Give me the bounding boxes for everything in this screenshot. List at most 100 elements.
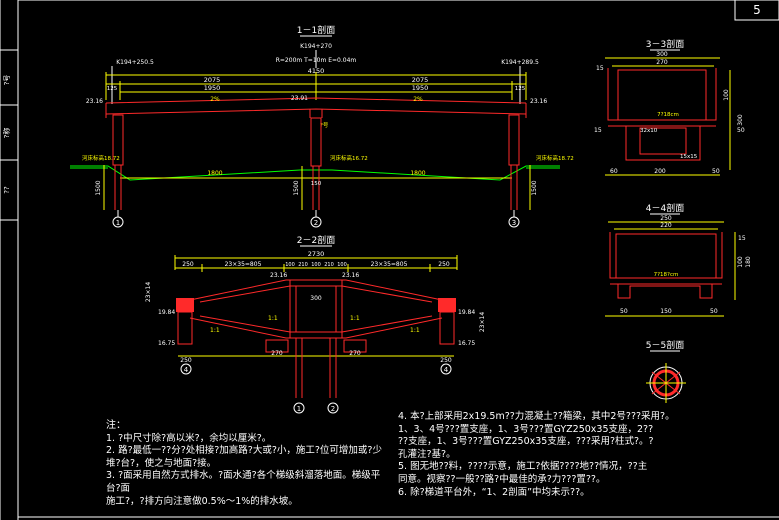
section-1-elev-mid: 23.91 [291, 95, 308, 102]
notes-heading: 注： [106, 420, 126, 431]
section-3-label-0: 7?18cm [657, 112, 679, 118]
section-1-axis-2: 2 [314, 219, 318, 227]
note-line: 5. 图无地??料，????示意，施工?依据????地??情况，??主 [398, 461, 648, 473]
section-2-dim-2: 100 [285, 262, 295, 268]
section-3-small: 15x15 [680, 154, 698, 160]
section-3-cross: 3－3剖面 300 270 15 100 7?18cm 32x10 15x15 … [594, 38, 745, 176]
section-2-dim-7: 23×35=805 [371, 261, 408, 268]
section-4-title: 4－4剖面 [646, 202, 684, 214]
section-2-height-left: 23×14 [145, 282, 152, 302]
section-3-top: 300 [656, 51, 668, 58]
section-3-side-1: 50 [737, 127, 745, 134]
section-3-side-2: 300 [737, 114, 744, 126]
note-line: 3. ?面采用自然方式排水。?面水通?各个梯级斜溜落地面。梯级平台?面 [106, 470, 381, 494]
section-3-left: 15 [596, 65, 604, 72]
section-2-dim-8: 250 [438, 261, 450, 268]
section-2-dim-6: 100 [337, 262, 347, 268]
section-2-height-right: 23×14 [479, 312, 486, 332]
section-1-slope-right: 2% [413, 96, 423, 103]
section-1-bed-right: 河床标高18.72 [536, 154, 574, 162]
section-1-dimensions [105, 72, 527, 100]
section-3-title: 3－3剖面 [646, 38, 684, 50]
section-1-pier-height-2: 1500 [293, 180, 300, 195]
section-2-slope-2: 1:1 [268, 315, 278, 322]
notes-right: 4. 本?上部采用2x19.5m??力混凝土??箱梁，其中2号???采用?。 1… [398, 411, 768, 499]
section-1-right-mark: K194+289.5 [501, 59, 539, 66]
section-3-label-1: 32x10 [640, 128, 658, 134]
section-2-low-right: 16.75 [458, 340, 475, 347]
note-line: 2. 路?最低一??分?处相接?加高路?大或?小，施工?位可增加或?少 [106, 445, 382, 457]
note-line: ??支座，1、3号???置GYZ250x35支座，???采用?柱式?。? [398, 436, 654, 448]
section-4-right-1: 100 [737, 256, 744, 268]
section-2-dim-5: 210 [324, 262, 334, 268]
section-4-right-0: 15 [738, 235, 746, 242]
section-1-piers [112, 114, 520, 167]
section-1-ground [70, 165, 560, 181]
section-2-dim-1: 23×35=805 [225, 261, 262, 268]
section-1-bed-left: 河床标高18.72 [82, 154, 120, 162]
section-2-slope-3: 1:1 [350, 315, 360, 322]
sheet-number: 5 [753, 3, 761, 17]
section-3-inner: 270 [656, 59, 668, 66]
section-1-left-mark: K194+250.5 [116, 59, 154, 66]
section-2-slope-4: 1:1 [410, 327, 420, 334]
notes-left: 注： 1. ?中尺寸除?高以米?，余均以厘米?。 2. 路?最低一??分?处相接… [106, 420, 391, 508]
note-line: 1. ?中尺寸除?高以米?，余均以厘米?。 [106, 432, 272, 444]
section-4-dimensions [605, 221, 736, 317]
section-1-axis-circles [112, 210, 520, 228]
section-1-pier-heights [103, 165, 531, 210]
section-2-side-elev-left: 19.84 [158, 309, 175, 316]
note-line: 同意。视察??一般??路?中最佳的承?力???置??。 [398, 473, 606, 485]
section-3-bottom-1: 200 [654, 168, 666, 175]
section-2-bottom-2: 300 [310, 295, 322, 302]
section-2-stairs [189, 279, 443, 339]
section-2-abutments [176, 298, 456, 312]
note-line: 1、3、4号???置支座，1、3号???置GYZ250x35支座，2?? [398, 423, 654, 435]
section-3-bottom-0: 60 [610, 168, 618, 175]
section-2-piles [295, 338, 337, 398]
section-1-axis-1: 1 [116, 219, 120, 227]
section-1-pier-height-3: 1500 [531, 180, 538, 195]
section-2-bottom-3: 270 [349, 350, 361, 357]
section-1-bottom-right: 1800 [410, 170, 425, 177]
section-1-edge-left: 125 [107, 86, 118, 92]
section-1-elevation: 1－1剖面 K194+270 K194+250.5 K194+289.5 R=2… [70, 24, 574, 228]
section-3-height: 100 [723, 89, 730, 101]
side-label-2: ?称 [2, 128, 11, 139]
section-4-bottom-1: 150 [660, 308, 672, 315]
section-3-dimensions [605, 57, 731, 176]
section-1-elev-right: 23.16 [530, 98, 547, 105]
note-line: 6. 除?梯道平台外，“1、2剖面”中均未示??。 [398, 486, 590, 498]
section-2-axis-3: 2 [331, 405, 335, 413]
section-1-deck [105, 97, 527, 118]
note-line: 4. 本?上部采用2x19.5m??力混凝土??箱梁，其中2号???采用?。 [398, 411, 675, 422]
section-2-dim-3: 210 [298, 262, 308, 268]
note-line: 施工?，?排方向注意做0.5%～1%的排水坡。 [106, 495, 298, 507]
section-3-side-0: 15 [594, 127, 602, 134]
section-5-title: 5－5剖面 [646, 339, 684, 351]
section-2-total: 2730 [308, 250, 325, 258]
section-3-girder [607, 68, 717, 161]
section-1-total-span: 4150 [308, 67, 325, 75]
section-2-bottom-0: 250 [180, 357, 192, 364]
section-4-top: 250 [660, 215, 672, 222]
section-1-bottom-left: 1800 [207, 170, 222, 177]
section-2-side-elev-right: 19.84 [458, 309, 475, 316]
section-4-bottom-0: 50 [620, 308, 628, 315]
section-1-span-right: 2075 [412, 76, 429, 84]
section-2-axis-circles [180, 363, 452, 414]
section-2-axis-2: 1 [297, 405, 301, 413]
section-2-plan: 2－2剖面 2730 250 23×35=805 100 210 100 210… [145, 234, 486, 414]
section-2-low-left: 16.75 [158, 340, 175, 347]
note-line: 孔灌注?基?。 [398, 448, 456, 460]
section-2-axis-1: 4 [184, 366, 189, 374]
section-4-right-2: 180 [745, 256, 752, 268]
section-2-elev-right: 23.16 [342, 272, 359, 279]
section-2-dim-0: 250 [182, 261, 194, 268]
section-1-title: 1－1剖面 [297, 24, 335, 36]
section-1-center-mark: K194+270 [300, 43, 332, 50]
side-label-3: ?? [3, 186, 11, 194]
section-3-bottom-2: 50 [712, 168, 720, 175]
